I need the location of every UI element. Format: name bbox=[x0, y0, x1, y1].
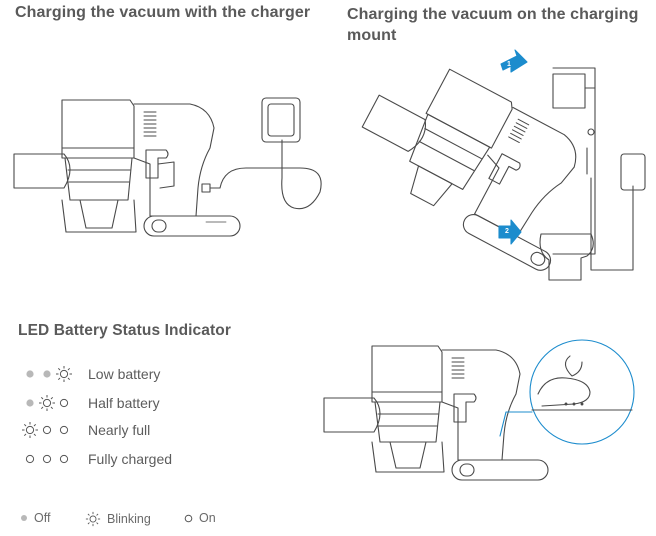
legend-off-label: Off bbox=[34, 511, 51, 525]
charger-section-title: Charging the vacuum with the charger bbox=[15, 4, 311, 21]
vacuum-mount-illustration bbox=[361, 49, 646, 281]
step-2-arrow bbox=[498, 219, 522, 245]
led-row-nearly-full: Nearly full bbox=[18, 420, 150, 440]
led-indicator-dots bbox=[25, 454, 69, 464]
led-indicator-dots bbox=[26, 366, 72, 382]
step-1-arrow bbox=[500, 49, 528, 73]
mount-section-title: Charging the vacuum on the charging moun… bbox=[347, 6, 639, 44]
led-section-title: LED Battery Status Indicator bbox=[18, 322, 231, 339]
blinking-icon bbox=[39, 395, 55, 411]
led-row-label: Half battery bbox=[88, 395, 160, 411]
led-indicator-dots bbox=[26, 395, 69, 411]
blinking-icon bbox=[56, 366, 72, 382]
led-row-fully-charged: Fully charged bbox=[18, 449, 172, 469]
legend-off: Off bbox=[20, 511, 50, 525]
on-dot-icon bbox=[184, 514, 193, 522]
step-1-label: 1 bbox=[507, 61, 511, 68]
blinking-icon bbox=[22, 422, 38, 438]
led-row-half-battery: Half battery bbox=[18, 393, 160, 413]
led-row-label: Nearly full bbox=[88, 422, 151, 438]
legend-blinking: Blinking bbox=[85, 511, 151, 527]
legend-on: On bbox=[184, 511, 216, 525]
led-row-label: Fully charged bbox=[88, 451, 173, 467]
led-row-label: Low battery bbox=[88, 366, 161, 382]
legend-on-label: On bbox=[199, 511, 216, 525]
legend-blinking-label: Blinking bbox=[107, 512, 151, 526]
step-2-label: 2 bbox=[505, 228, 509, 235]
vacuum-charger-illustration bbox=[13, 97, 322, 237]
led-indicator-dots bbox=[22, 422, 69, 438]
off-dot-icon bbox=[21, 515, 27, 521]
led-row-low-battery: Low battery bbox=[18, 364, 160, 384]
vacuum-led-illustration bbox=[323, 339, 635, 481]
blinking-icon bbox=[85, 511, 101, 527]
